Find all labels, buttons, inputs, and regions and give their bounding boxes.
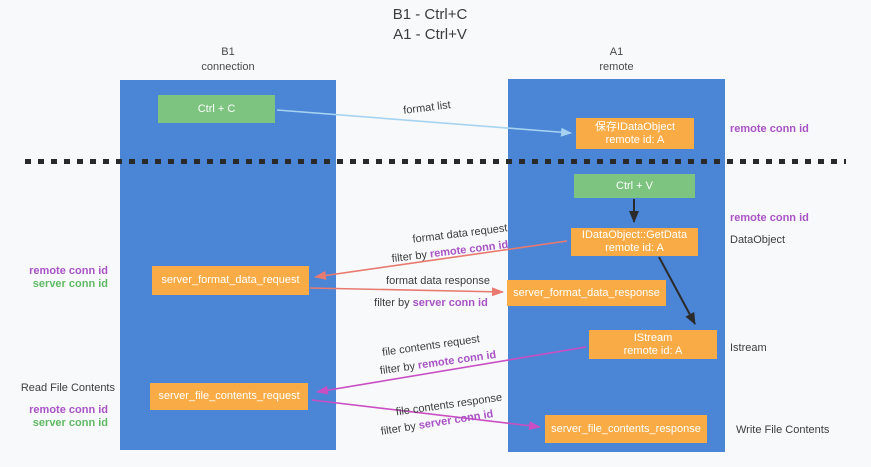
- arrow-format-data-response: [309, 287, 504, 297]
- lane-b1-subtitle: connection: [201, 61, 255, 73]
- lane-header-b1: B1 connection: [120, 45, 336, 75]
- node-istream-line1: IStream: [633, 331, 673, 344]
- arrow-getdata-to-istream: [658, 256, 696, 325]
- server-conn-id-text: server conn id: [412, 297, 488, 309]
- node-server-file-contents-response-label: server_file_contents_response: [551, 422, 701, 435]
- label-dataobject: DataObject: [730, 234, 786, 246]
- node-save-idataobject-line2: remote id: A: [605, 133, 665, 146]
- label-read-file-contents: Read File Contents: [20, 382, 115, 394]
- node-server-file-contents-response: server_file_contents_response: [545, 415, 707, 443]
- label-istream: Istream: [730, 342, 767, 354]
- label-format-data-response-text: format data response: [386, 275, 490, 287]
- node-save-idataobject: 保存IDataObject remote id: A: [576, 118, 694, 149]
- node-ctrl-v-label: Ctrl + V: [616, 179, 653, 192]
- label-format-data-response: format data response: [386, 275, 490, 287]
- node-server-format-data-response: server_format_data_response: [507, 280, 666, 306]
- lane-a1-title: A1: [609, 46, 624, 58]
- diagram-title-line1: B1 - Ctrl+C: [392, 6, 468, 23]
- label-remote-conn-id-left-bottom: remote conn id: [29, 404, 108, 416]
- lane-a1-subtitle: remote: [599, 61, 634, 73]
- node-save-idataobject-line1: 保存IDataObject: [594, 120, 676, 133]
- node-getdata-line2: remote id: A: [605, 242, 664, 254]
- label-server-conn-id-left-mid: server conn id: [32, 278, 108, 290]
- label-conn-ids-left-bottom: remote conn id server conn id: [8, 404, 108, 430]
- node-server-file-contents-request: server_file_contents_request: [150, 383, 308, 410]
- arrow-format-data-request: [314, 240, 568, 280]
- lane-b1-title: B1: [221, 46, 235, 58]
- node-server-file-contents-request-label: server_file_contents_request: [158, 390, 300, 402]
- node-istream-line2: remote id: A: [623, 344, 683, 357]
- node-getdata-line1: IDataObject::GetData: [581, 229, 688, 241]
- label-write-file-contents: Write File Contents: [736, 424, 830, 436]
- diagram-title-line2: A1 - Ctrl+V: [393, 26, 467, 43]
- node-idataobject-getdata: IDataObject::GetData remote id: A: [571, 228, 698, 256]
- node-istream: IStream remote id: A: [589, 330, 717, 359]
- diagram-title: B1 - Ctrl+C A1 - Ctrl+V: [0, 5, 860, 45]
- filter-by-text: filter by: [374, 297, 410, 309]
- label-remote-conn-id-right-mid: remote conn id: [730, 212, 809, 224]
- dashed-divider-line: [25, 159, 846, 164]
- arrow-format-list: [276, 109, 572, 137]
- node-ctrl-c: Ctrl + C: [158, 95, 275, 123]
- node-server-format-data-request: server_format_data_request: [152, 266, 309, 295]
- label-server-conn-id-left-bottom: server conn id: [32, 417, 108, 429]
- node-server-format-data-request-label: server_format_data_request: [161, 274, 300, 286]
- node-ctrl-c-label: Ctrl + C: [197, 102, 236, 115]
- lane-header-a1: A1 remote: [508, 45, 725, 75]
- node-ctrl-v: Ctrl + V: [574, 174, 695, 198]
- node-server-format-data-response-label: server_format_data_response: [513, 286, 660, 299]
- arrow-file-contents-response: [311, 399, 541, 431]
- label-remote-conn-id-left-mid: remote conn id: [29, 265, 108, 277]
- arrow-file-contents-request: [316, 346, 587, 395]
- label-remote-conn-id-right-top: remote conn id: [730, 123, 809, 135]
- label-conn-ids-left-mid: remote conn id server conn id: [8, 265, 108, 291]
